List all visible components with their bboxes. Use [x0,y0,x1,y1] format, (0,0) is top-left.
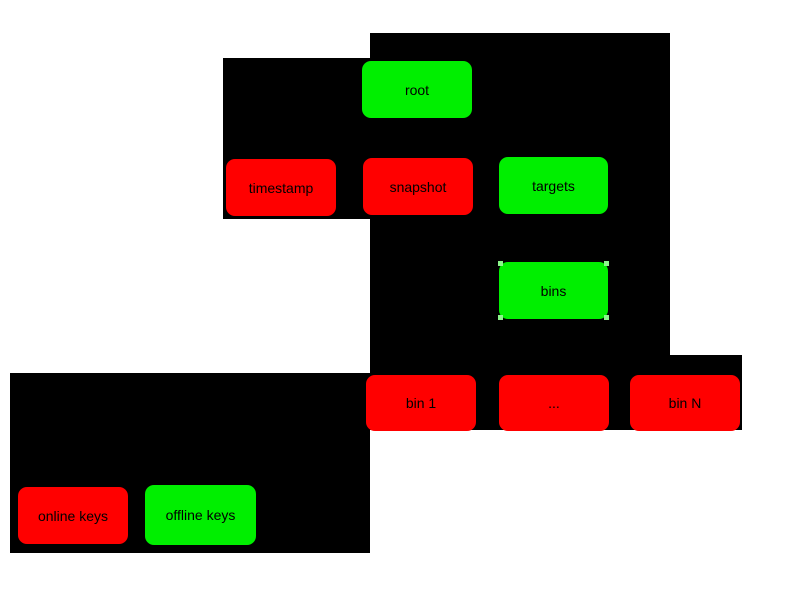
node-label: bin 1 [405,395,437,411]
node-label: timestamp [248,179,314,196]
selection-handle-top-right[interactable] [604,261,609,266]
selection-handle-bottom-left[interactable] [498,315,503,320]
node-label: bin N [668,395,702,411]
node-bin-ellipsis[interactable]: ... [499,375,609,431]
node-bin-n[interactable]: bin N [630,375,740,431]
node-label: bins [540,282,567,299]
node-root[interactable]: root [362,61,472,118]
node-offline-keys[interactable]: offline keys [145,485,256,545]
selection-handle-bottom-right[interactable] [604,315,609,320]
node-snapshot[interactable]: snapshot [363,158,473,215]
selection-handle-top-left[interactable] [498,261,503,266]
node-label: online keys [37,507,109,524]
node-label: ... [548,395,560,411]
node-label: snapshot [389,178,447,195]
node-timestamp[interactable]: timestamp [226,159,336,216]
node-targets[interactable]: targets [499,157,608,214]
node-bins[interactable]: bins [498,261,609,320]
node-label: targets [532,177,575,194]
node-online-keys[interactable]: online keys [18,487,128,544]
node-label: root [404,81,430,98]
node-label: offline keys [165,507,236,523]
node-bin-1[interactable]: bin 1 [366,375,476,431]
